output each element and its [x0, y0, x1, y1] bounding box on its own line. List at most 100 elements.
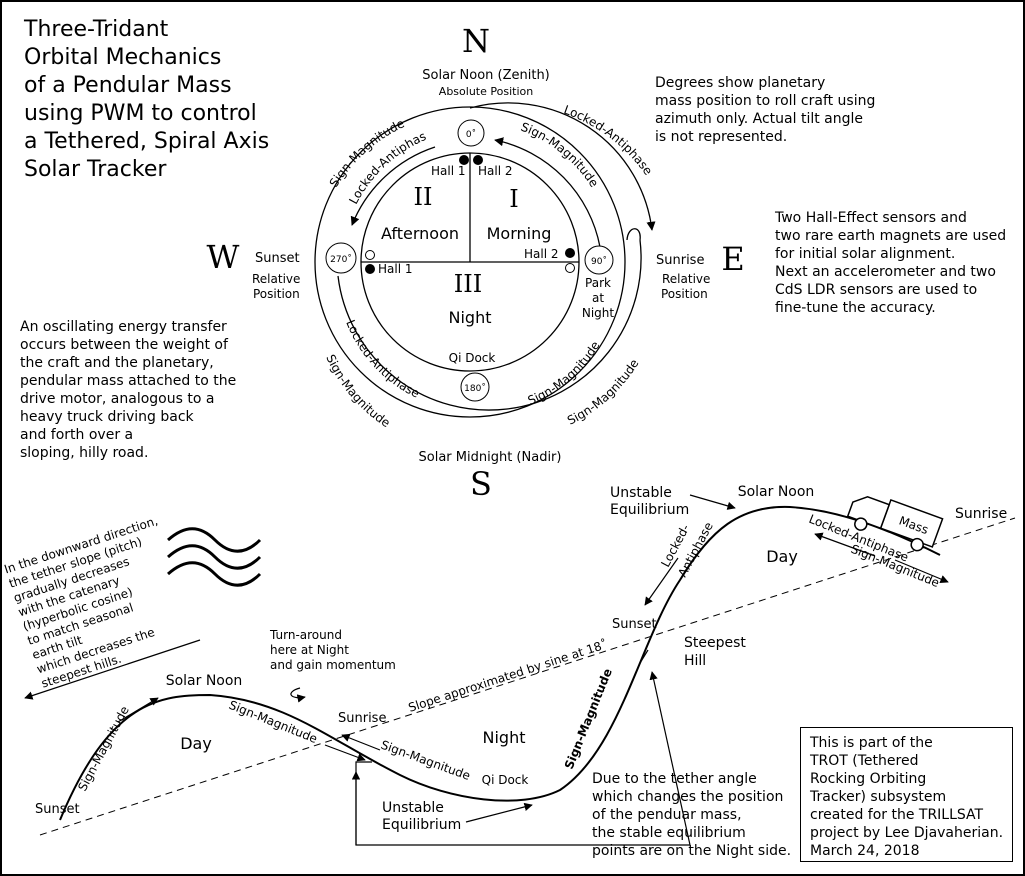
- turnaround-line-2: here at Night: [270, 643, 349, 657]
- slope-label: Slope approximated by sine at 18˚: [406, 636, 609, 715]
- steepest-label: Steepest: [684, 635, 746, 651]
- road-sunset-label: Sunset: [35, 802, 80, 817]
- absolute-position-label: Absolute Position: [439, 85, 533, 98]
- diagram-title: Three-Tridant Orbital Mechanics of a Pen…: [24, 17, 270, 182]
- locked-antiphase-down-arrow: [644, 557, 679, 606]
- hall-2-magnet-right: [565, 248, 575, 258]
- quadrant-iii-label: III: [454, 270, 482, 298]
- bottom-unstable-label: Unstable: [382, 800, 444, 816]
- dial-relative-right: Relative: [662, 272, 710, 286]
- hall-open-left: [365, 250, 375, 260]
- road-night-label: Night: [483, 728, 526, 747]
- top-unstable-arrow: [689, 494, 736, 510]
- wave-line-3: [167, 561, 262, 587]
- solar-noon-zenith-label: Solar Noon (Zenith): [422, 68, 550, 83]
- outer-arrow-right: [469, 102, 656, 231]
- slope-line: [39, 517, 1016, 836]
- road-day-left: Day: [180, 734, 212, 753]
- compass-west: W: [207, 238, 240, 276]
- turnaround-line-3: and gain momentum: [270, 658, 396, 672]
- compass-east: E: [721, 240, 744, 278]
- truck-icon: Mass: [846, 496, 944, 552]
- hall-2-magnet-top: [473, 155, 483, 165]
- compass-north: N: [462, 22, 490, 60]
- descent-right-arrow: [324, 744, 366, 762]
- road-sunrise-right-label: Sunrise: [955, 506, 1007, 522]
- tether-angle-note: Due to the tether angle which changes th…: [592, 771, 792, 859]
- hall-open-right: [565, 263, 575, 273]
- park-label-1: Park: [585, 276, 611, 290]
- road-qi-dock-label: Qi Dock: [482, 773, 529, 787]
- inner-arrow-upper-left: [350, 146, 436, 226]
- hall-2-top-label: Hall 2: [478, 164, 513, 178]
- dial-sunset-label: Sunset: [255, 251, 300, 266]
- wave-line-1: [167, 527, 262, 553]
- wave-line-2: [167, 544, 262, 570]
- turnaround-arrow: [290, 687, 306, 703]
- top-unstable-label: Unstable: [610, 485, 672, 501]
- road-day-right: Day: [766, 547, 798, 566]
- hall-2-right-label: Hall 2: [524, 247, 559, 261]
- compass-south: S: [470, 465, 492, 503]
- road-sunset-right-label: Sunset: [612, 617, 657, 632]
- position-270-label: 270˚: [330, 254, 352, 265]
- night-label: Night: [449, 308, 492, 327]
- position-270-marker: [325, 242, 357, 274]
- inner-arrow-upper-right: [494, 137, 601, 248]
- road-sign-magnitude-left-climb: Sign-Magnitude: [75, 704, 132, 794]
- position-0-marker: [457, 119, 485, 147]
- road-sign-magnitude-steep: Sign-Magnitude: [562, 667, 615, 772]
- road-solar-noon-left: Solar Noon: [166, 673, 243, 689]
- left-climb-arrow: [117, 697, 159, 723]
- sign-magnitude-upper-right: Sign-Magnitude: [519, 120, 601, 190]
- locked-antiphase-upper-left: Locked-Antiphase: [0, 0, 428, 206]
- park-label-3: Night: [582, 306, 615, 320]
- info-box: This is part of the TROT (Tethered Rocki…: [800, 727, 1013, 862]
- bottom-equilibrium-label: Equilibrium: [382, 817, 461, 833]
- quadrant-ii-label: II: [414, 183, 433, 211]
- hall-1-left-label: Hall 1: [378, 262, 413, 276]
- outer-orbit-ring: [314, 106, 626, 418]
- position-180-label: 180˚: [464, 383, 486, 394]
- sunset-tick: [639, 649, 649, 664]
- qi-dock-label: Qi Dock: [449, 351, 496, 365]
- degrees-note: Degrees show planetary mass position to …: [655, 75, 876, 145]
- spiral-hook: [626, 228, 641, 241]
- position-90-label: 90˚: [591, 256, 607, 267]
- dial-position-right: Position: [661, 287, 708, 301]
- dial-position-left: Position: [253, 287, 300, 301]
- quadrant-i-label: I: [509, 185, 518, 213]
- sunrise-left-arrow: [341, 733, 381, 751]
- road-sign-magnitude-lower: Sign-Magnitude: [379, 738, 472, 783]
- afternoon-label: Afternoon: [381, 224, 459, 243]
- dial-relative-left: Relative: [252, 272, 300, 286]
- hill-curve: [59, 505, 941, 821]
- morning-label: Morning: [487, 224, 552, 243]
- road-profile: In the downward direction, the tether sl…: [3, 484, 1016, 846]
- sign-magnitude-right-arrow: [894, 559, 949, 583]
- tether-direction-arrow: [24, 639, 201, 700]
- position-90-marker: [584, 245, 614, 275]
- sign-magnitude-lower-right-inner: Sign-Magnitude: [526, 339, 603, 408]
- top-equilibrium-label: Equilibrium: [610, 502, 689, 518]
- park-label-2: at: [592, 291, 604, 305]
- bracket-right-arrow: [649, 671, 691, 846]
- hall-1-magnet-top: [459, 155, 469, 165]
- bottom-unstable-arrow: [465, 802, 533, 823]
- locked-antiphase-left-arrow: [814, 532, 876, 557]
- position-0-label: 0˚: [466, 129, 476, 140]
- hall-sensor-note: Two Hall-Effect sensors and two rare ear…: [775, 210, 1007, 316]
- dial-sunrise-label: Sunrise: [656, 253, 704, 268]
- inner-arrow-bottom: [337, 239, 642, 411]
- road-sign-magnitude-descent: Sign-Magnitude: [227, 698, 319, 746]
- position-180-marker: [460, 372, 490, 402]
- hall-1-magnet-left: [365, 264, 375, 274]
- hall-1-top-label: Hall 1: [431, 164, 466, 178]
- road-solar-noon-right: Solar Noon: [738, 484, 815, 500]
- orbit-dial: 0˚ 90˚ 180˚ 270˚ Hall 1 Hall 2 Hall 2 Ha…: [0, 0, 710, 465]
- tether-slope-note: In the downward direction, the tether sl…: [3, 514, 160, 691]
- oscillating-note: An oscillating energy transfer occurs be…: [20, 319, 237, 461]
- hill-label: Hill: [684, 653, 706, 669]
